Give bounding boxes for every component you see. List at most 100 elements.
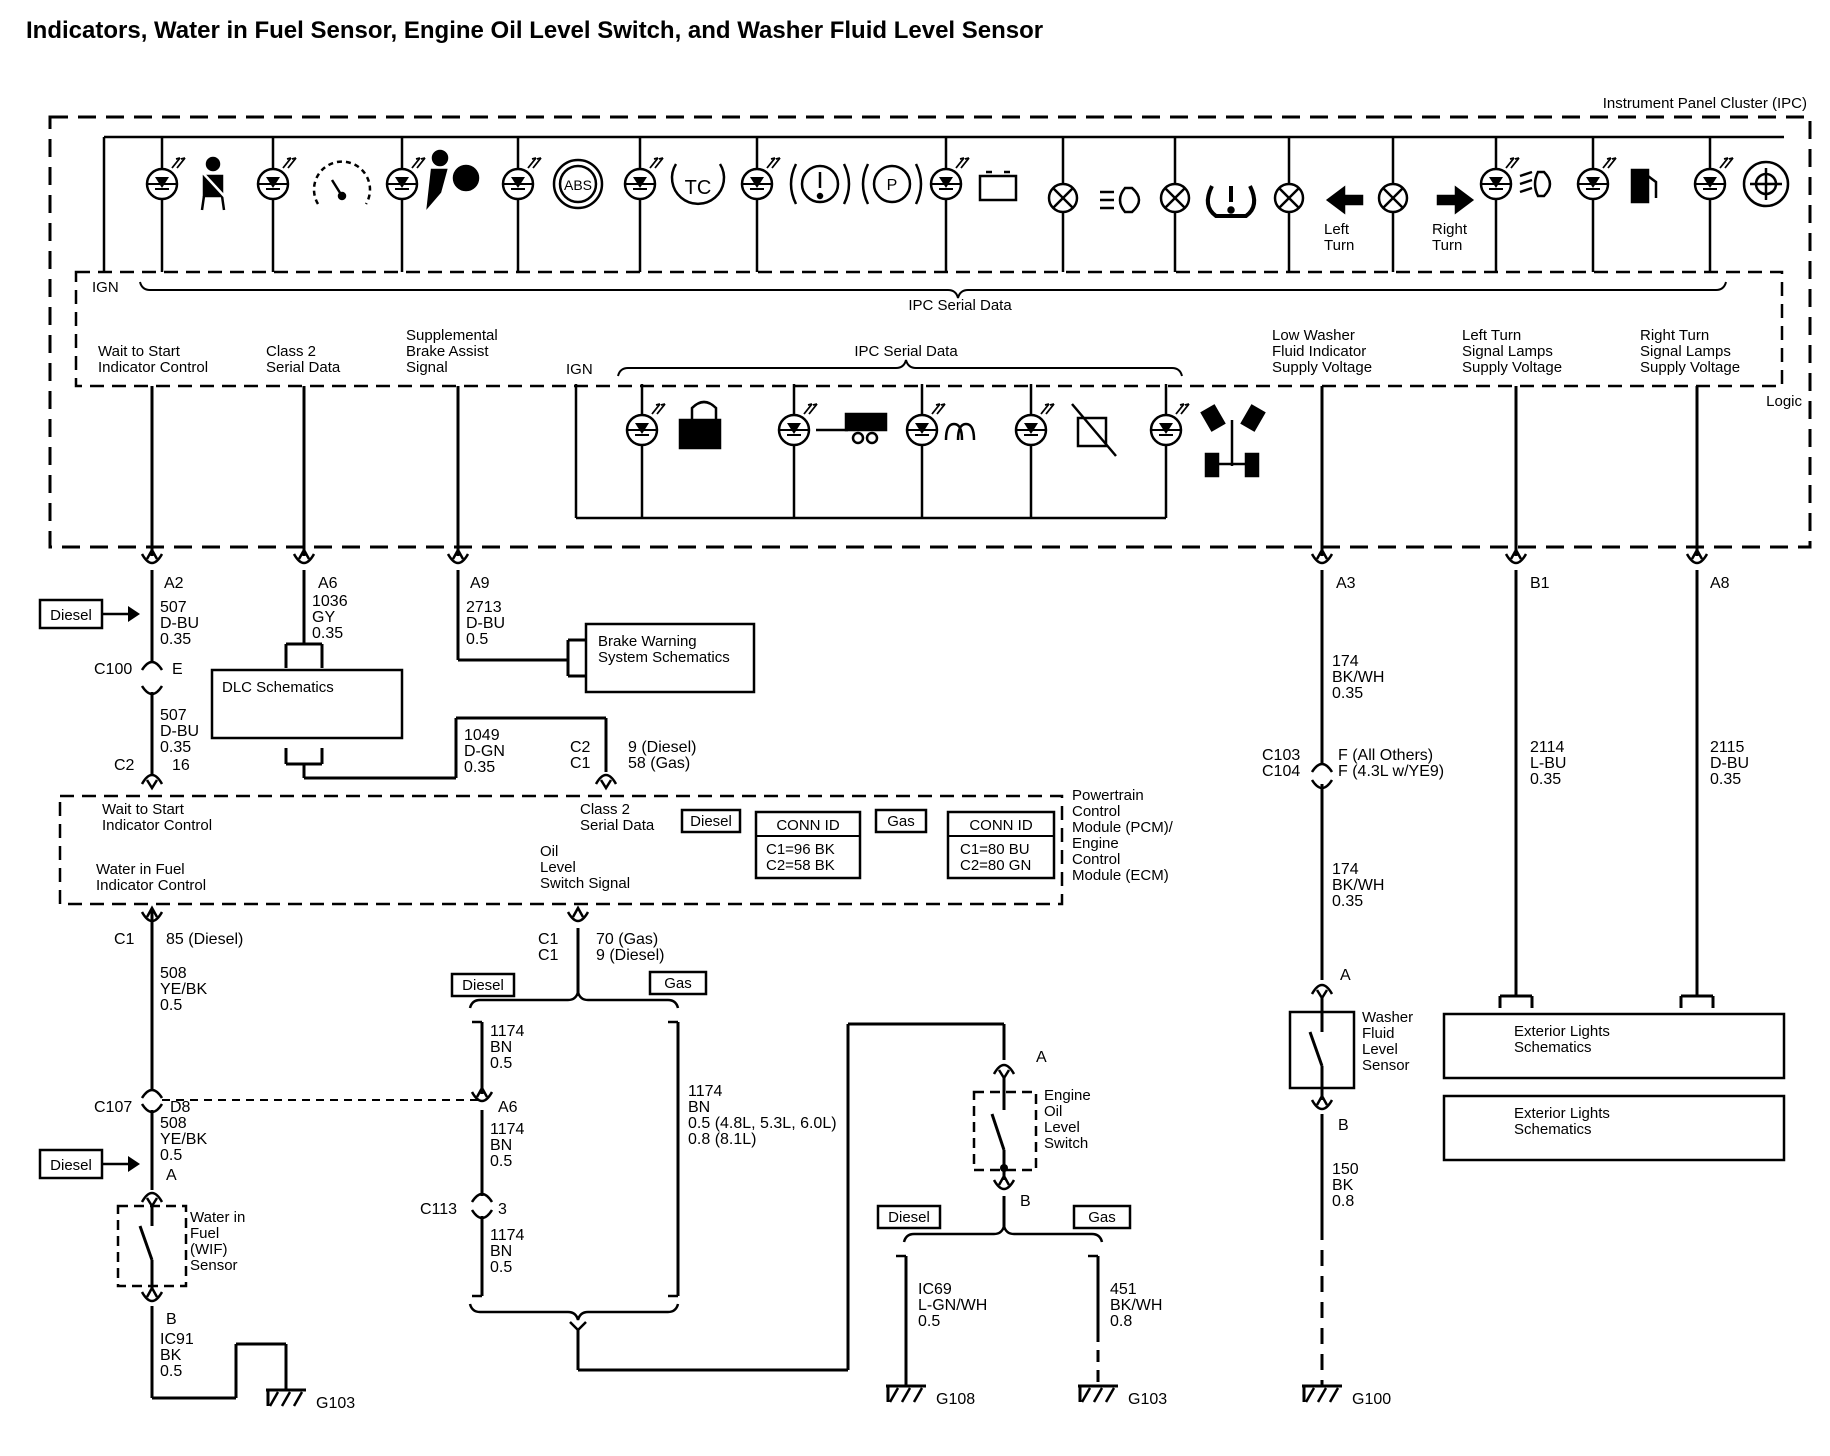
svg-text:Fluid: Fluid bbox=[1362, 1025, 1395, 1042]
service-lamp-led bbox=[256, 156, 298, 201]
wire-2713-labels: 2713 D-BU 0.5 bbox=[466, 599, 505, 648]
svg-text:9 (Diesel): 9 (Diesel) bbox=[628, 739, 696, 756]
svg-text:1174: 1174 bbox=[688, 1083, 723, 1100]
svg-text:2713: 2713 bbox=[466, 599, 502, 616]
ground-g108-label: G108 bbox=[936, 1391, 975, 1408]
svg-text:A2: A2 bbox=[164, 575, 184, 592]
svg-text:Water in Fuel: Water in Fuel bbox=[96, 861, 185, 878]
ground-diesel-tag-label: Diesel bbox=[888, 1209, 930, 1226]
inner-serial-data-label: IPC Serial Data bbox=[854, 343, 958, 360]
security-icon bbox=[678, 400, 722, 450]
wire-1049-labels: 1049 D-GN 0.35 C2 C1 9 (Diesel) 58 (Gas) bbox=[464, 727, 696, 776]
gas-conn-c1: C1=80 BU bbox=[960, 841, 1030, 858]
svg-text:E: E bbox=[172, 661, 183, 678]
svg-text:0.5: 0.5 bbox=[490, 1153, 512, 1170]
fog-lamp-led bbox=[1479, 156, 1521, 201]
tc-lamp-led bbox=[623, 156, 665, 201]
svg-text:BN: BN bbox=[490, 1039, 512, 1056]
svg-text:Washer: Washer bbox=[1362, 1009, 1413, 1026]
pin-a2 bbox=[140, 548, 164, 565]
svg-text:C1: C1 bbox=[570, 755, 591, 772]
ground-g103-right-label: G103 bbox=[1128, 1391, 1167, 1408]
svg-text:70 (Gas): 70 (Gas) bbox=[596, 931, 658, 948]
washer-sensor-label: Washer Fluid Level Sensor bbox=[1362, 1009, 1413, 1074]
headlamp-icon bbox=[1100, 186, 1141, 214]
svg-text:1174: 1174 bbox=[490, 1121, 525, 1138]
svg-text:0.5: 0.5 bbox=[466, 631, 488, 648]
pin-washer-b bbox=[1310, 1094, 1334, 1111]
svg-text:Module (PCM)/: Module (PCM)/ bbox=[1072, 819, 1174, 836]
svg-text:TC: TC bbox=[685, 177, 712, 199]
svg-text:Signal Lamps: Signal Lamps bbox=[1462, 343, 1553, 360]
ipc-signal-labels: Wait to Start Indicator Control Class 2 … bbox=[98, 327, 1740, 376]
svg-text:0.35: 0.35 bbox=[464, 759, 495, 776]
oil-switch-a-label: A bbox=[1036, 1049, 1047, 1066]
svg-text:C2: C2 bbox=[570, 739, 591, 756]
svg-text:C107: C107 bbox=[94, 1099, 132, 1116]
diesel-conn-c2: C2=58 BK bbox=[766, 857, 835, 874]
svg-text:507: 507 bbox=[160, 599, 187, 616]
svg-text:0.8: 0.8 bbox=[1110, 1313, 1132, 1330]
speedometer-icon bbox=[312, 160, 372, 205]
wire-1036-labels: 1036 GY 0.35 bbox=[312, 593, 348, 642]
svg-text:C103: C103 bbox=[1262, 747, 1300, 764]
tire-pressure-bulb bbox=[1159, 182, 1191, 214]
svg-text:0.5: 0.5 bbox=[160, 1363, 182, 1380]
svg-text:0.35: 0.35 bbox=[160, 631, 191, 648]
wire-ic69-labels: IC69 L-GN/WH 0.5 bbox=[918, 1281, 987, 1330]
wire-150-labels: 150 BK 0.8 bbox=[1332, 1161, 1359, 1210]
svg-text:IC69: IC69 bbox=[918, 1281, 952, 1298]
svg-text:1036: 1036 bbox=[312, 593, 348, 610]
svg-text:0.35: 0.35 bbox=[160, 739, 191, 756]
svg-text:BN: BN bbox=[688, 1099, 710, 1116]
svg-text:Level: Level bbox=[540, 859, 576, 876]
svg-text:BK/WH: BK/WH bbox=[1332, 877, 1384, 894]
4wd-icon bbox=[1200, 404, 1266, 478]
washer-pin-b-label: B bbox=[1338, 1117, 1349, 1134]
svg-text:Indicator Control: Indicator Control bbox=[98, 359, 208, 376]
svg-text:BK/WH: BK/WH bbox=[1332, 669, 1384, 686]
fuel-lamp-led bbox=[1576, 156, 1618, 201]
right-turn-arrow-icon bbox=[1436, 185, 1475, 215]
svg-text:Supplemental: Supplemental bbox=[406, 327, 498, 344]
ipc-label: Instrument Panel Cluster (IPC) bbox=[1603, 95, 1807, 112]
ground-diesel-tag bbox=[876, 1204, 942, 1230]
glow-plug-lamp-led bbox=[905, 402, 947, 447]
pin-b1 bbox=[1504, 548, 1528, 565]
svg-text:A9: A9 bbox=[470, 575, 490, 592]
diesel-box-2 bbox=[38, 1148, 104, 1180]
ground-g100 bbox=[1300, 1384, 1344, 1404]
gas-conn-id-title: CONN ID bbox=[969, 817, 1033, 834]
svg-text:P: P bbox=[887, 177, 898, 194]
svg-text:Engine: Engine bbox=[1072, 835, 1119, 852]
wif-pin-b-label: B bbox=[166, 1311, 177, 1328]
svg-text:D-BU: D-BU bbox=[160, 723, 199, 740]
svg-text:Indicator Control: Indicator Control bbox=[96, 877, 206, 894]
svg-text:L-BU: L-BU bbox=[1530, 755, 1566, 772]
airbag-lamp-led bbox=[385, 156, 427, 201]
pin-wif-b bbox=[140, 1286, 164, 1303]
wif-pin-a-label: A bbox=[166, 1167, 177, 1184]
svg-text:A3: A3 bbox=[1336, 575, 1356, 592]
park-brake-icon: P bbox=[861, 163, 923, 205]
svg-text:Class 2: Class 2 bbox=[580, 801, 630, 818]
svg-text:BN: BN bbox=[490, 1243, 512, 1260]
svg-text:0.8: 0.8 bbox=[1332, 1193, 1354, 1210]
charge-lamp-led bbox=[929, 156, 971, 201]
svg-text:C100: C100 bbox=[94, 661, 132, 678]
svg-text:Serial Data: Serial Data bbox=[580, 817, 655, 834]
wire-2114-labels: 2114 L-BU 0.35 bbox=[1530, 739, 1566, 788]
svg-text:A8: A8 bbox=[1710, 575, 1730, 592]
oil-pressure-icon bbox=[1742, 160, 1790, 208]
washer-switch bbox=[1308, 996, 1324, 1100]
svg-text:508: 508 bbox=[160, 965, 187, 982]
fuel-icon bbox=[1630, 168, 1658, 204]
svg-text:0.8 (8.1L): 0.8 (8.1L) bbox=[688, 1131, 756, 1148]
ipc-logic-label: Logic bbox=[1766, 393, 1802, 410]
svg-text:Signal: Signal bbox=[406, 359, 448, 376]
svg-text:507: 507 bbox=[160, 707, 187, 724]
svg-text:Oil: Oil bbox=[540, 843, 558, 860]
washer-pin-a-label: A bbox=[1340, 967, 1351, 984]
pin-oil-switch-b bbox=[992, 1174, 1016, 1191]
